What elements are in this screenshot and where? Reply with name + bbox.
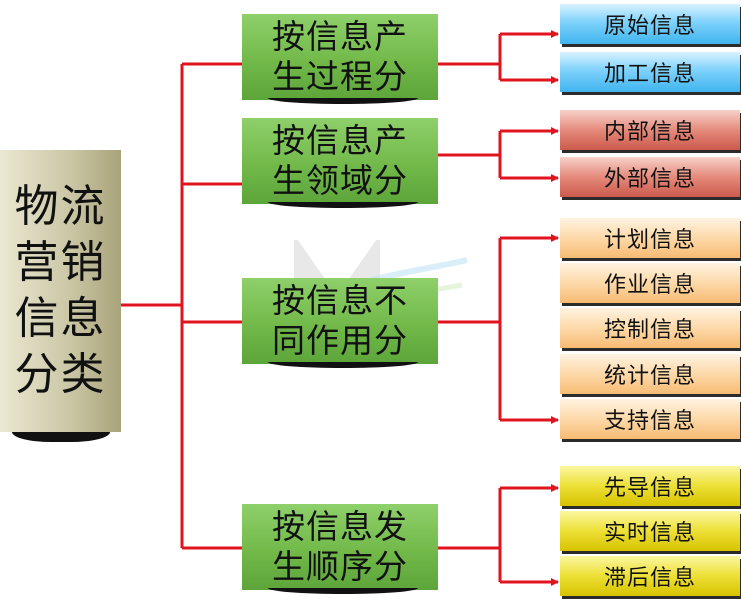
root-node-shadow: [12, 432, 110, 442]
leaf-support-info: 支持信息: [560, 399, 740, 439]
category-shadow: [268, 362, 418, 368]
category-label: 按信息产生过程分: [272, 17, 408, 96]
category-label: 按信息发生顺序分: [272, 507, 408, 586]
leaf-statistics-info: 统计信息: [560, 354, 740, 394]
category-label: 按信息不同作用分: [272, 281, 408, 360]
category-shadow: [268, 588, 418, 594]
category-label: 按信息产生领域分: [272, 121, 408, 200]
leaf-internal-info: 内部信息: [560, 110, 740, 150]
leaf-processed-info: 加工信息: [560, 52, 740, 92]
category-shadow: [268, 98, 418, 104]
category-shadow: [268, 202, 418, 208]
leaf-control-info: 控制信息: [560, 308, 740, 348]
category-process: 按信息产生过程分: [242, 14, 438, 100]
leaf-realtime-info: 实时信息: [560, 511, 740, 551]
leaf-original-info: 原始信息: [560, 4, 740, 44]
leaf-operation-info: 作业信息: [560, 263, 740, 303]
root-label: 物流营销信息分类: [14, 181, 107, 400]
category-sequence: 按信息发生顺序分: [242, 504, 438, 590]
root-node: 物流营销信息分类: [0, 150, 121, 432]
category-function: 按信息不同作用分: [242, 278, 438, 364]
leaf-leading-info: 先导信息: [560, 466, 740, 506]
category-domain: 按信息产生领域分: [242, 118, 438, 204]
leaf-lagging-info: 滞后信息: [560, 556, 740, 596]
leaf-plan-info: 计划信息: [560, 218, 740, 258]
leaf-external-info: 外部信息: [560, 157, 740, 197]
